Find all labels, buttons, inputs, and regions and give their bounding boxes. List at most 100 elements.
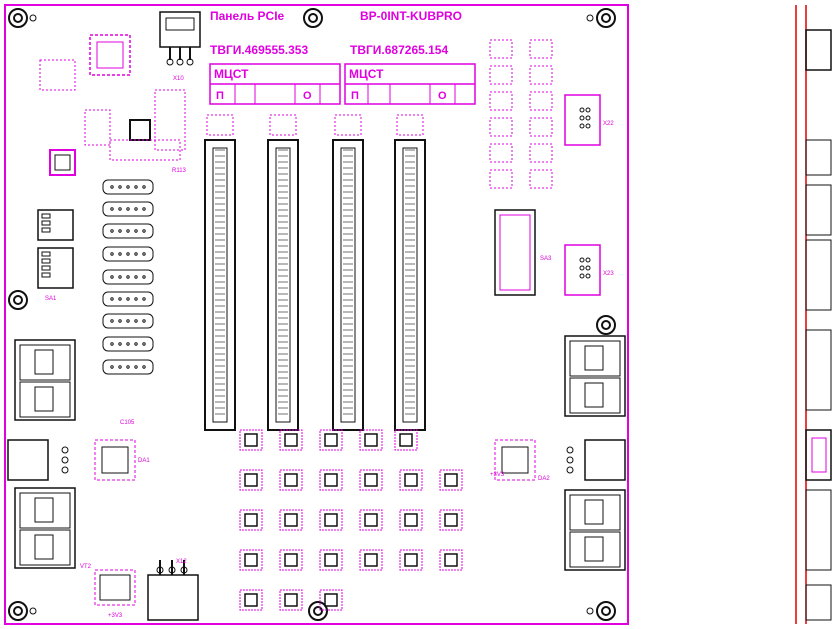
db9-connector [102,291,154,307]
title-left: Панель PCIe [210,9,285,23]
doc-number-right: ТВГИ.687265.154 [350,43,448,57]
dd-chip [319,589,343,611]
stamp-right-cell-p: П [351,90,359,102]
dd-chip [239,509,263,531]
dd-chip [319,549,343,571]
dd-chip [279,429,303,451]
db9-connector [102,201,154,217]
dd-chip [279,469,303,491]
db9-connector [102,359,154,375]
side-connector-right [566,439,626,481]
dd-chip-array [239,429,463,611]
side-connector-left [7,439,69,481]
connector-x12: X12 [147,559,199,621]
title-right: BP-0INT-KUBPRO [360,9,462,23]
switch-sa1: SA1 [37,247,74,302]
switch-sa3: SA3 [494,209,552,296]
rgrid-part [489,169,513,189]
dd-chip [319,429,343,451]
db9-connector [102,246,154,262]
x22-label: X22 [603,121,614,127]
dd-chip [439,469,463,491]
stamp-left: МЦСТ П О [209,63,341,105]
pcie-slot-3 [332,114,364,431]
pcie-slot-4 [394,114,426,431]
mounting-hole-tr [586,8,616,28]
connector-x10: X10 [159,11,201,82]
rgrid-part [489,91,513,111]
x12-label: X12 [176,559,187,565]
pcie-slot-2 [267,114,299,431]
rgrid-part [529,65,553,85]
dd-chip [439,549,463,571]
left-top-cluster [39,34,186,176]
db9-connector [102,313,154,329]
vt2-label: VT2 [80,564,92,570]
stamp-right: МЦСТ П О [344,63,476,105]
dd-chip [239,549,263,571]
rj45-left-bottom [14,487,76,569]
header-x23: X23 [564,244,614,296]
mounting-hole-tl [8,8,37,28]
dd-chip [399,549,423,571]
x10-label: X10 [173,76,184,82]
rj45-right-bottom [564,489,626,571]
power-label-bottom: +3V3 [108,613,123,619]
header-x22: X22 [564,94,614,146]
stamp-left-cell-o: О [303,90,312,102]
rgrid-part [489,65,513,85]
cap-c105-label: C105 [120,420,135,426]
db9-connector [102,179,154,195]
dd-chip [359,429,383,451]
rgrid-part [489,143,513,163]
mounting-hole-br [586,601,616,621]
rgrid-part [529,169,553,189]
mounting-hole-mr [596,315,616,335]
chip-da2: DA2 [494,439,550,482]
dd-chip [319,469,343,491]
dd-chip [319,509,343,531]
dd-chip [239,589,263,611]
power-label-right: +3V3 [490,472,505,478]
mounting-hole-bl [8,601,37,621]
x23-label: X23 [603,271,614,277]
dd-chip [399,509,423,531]
dd-chip [359,469,383,491]
rj45-left-top [14,339,76,421]
db9-connector [102,336,154,352]
right-top-components [489,39,553,189]
rgrid-part [489,117,513,137]
db9-connector [102,269,154,285]
dd-chip [359,549,383,571]
side-view [795,5,832,624]
mounting-hole-bm [308,601,328,621]
rgrid-part [529,39,553,59]
da1-label: DA1 [138,458,150,464]
mounting-holes [8,8,616,621]
sa1-label: SA1 [45,296,57,302]
rj45-right-top [564,335,626,417]
pcie-slot-1 [204,114,236,431]
dd-chip [279,549,303,571]
rgrid-part [529,91,553,111]
chip-da1: DA1 [94,439,150,481]
rgrid-part [529,143,553,163]
dd-chip [359,509,383,531]
res-r113-label: R113 [172,168,187,174]
doc-number-left: ТВГИ.469555.353 [210,43,308,57]
dd-chip [279,589,303,611]
rgrid-part [489,39,513,59]
dd-chip [279,509,303,531]
mounting-hole-tm [303,8,323,28]
stamp-left-cell-p: П [216,90,224,102]
db9-connectors [102,179,154,375]
switch-sa-small [37,209,74,241]
pcie-slots [204,114,426,431]
rgrid-part [529,117,553,137]
mounting-hole-ml [8,290,28,310]
dd-chip [239,429,263,451]
dd-chip [239,469,263,491]
dd-chip [399,469,423,491]
da2-label: DA2 [538,476,550,482]
